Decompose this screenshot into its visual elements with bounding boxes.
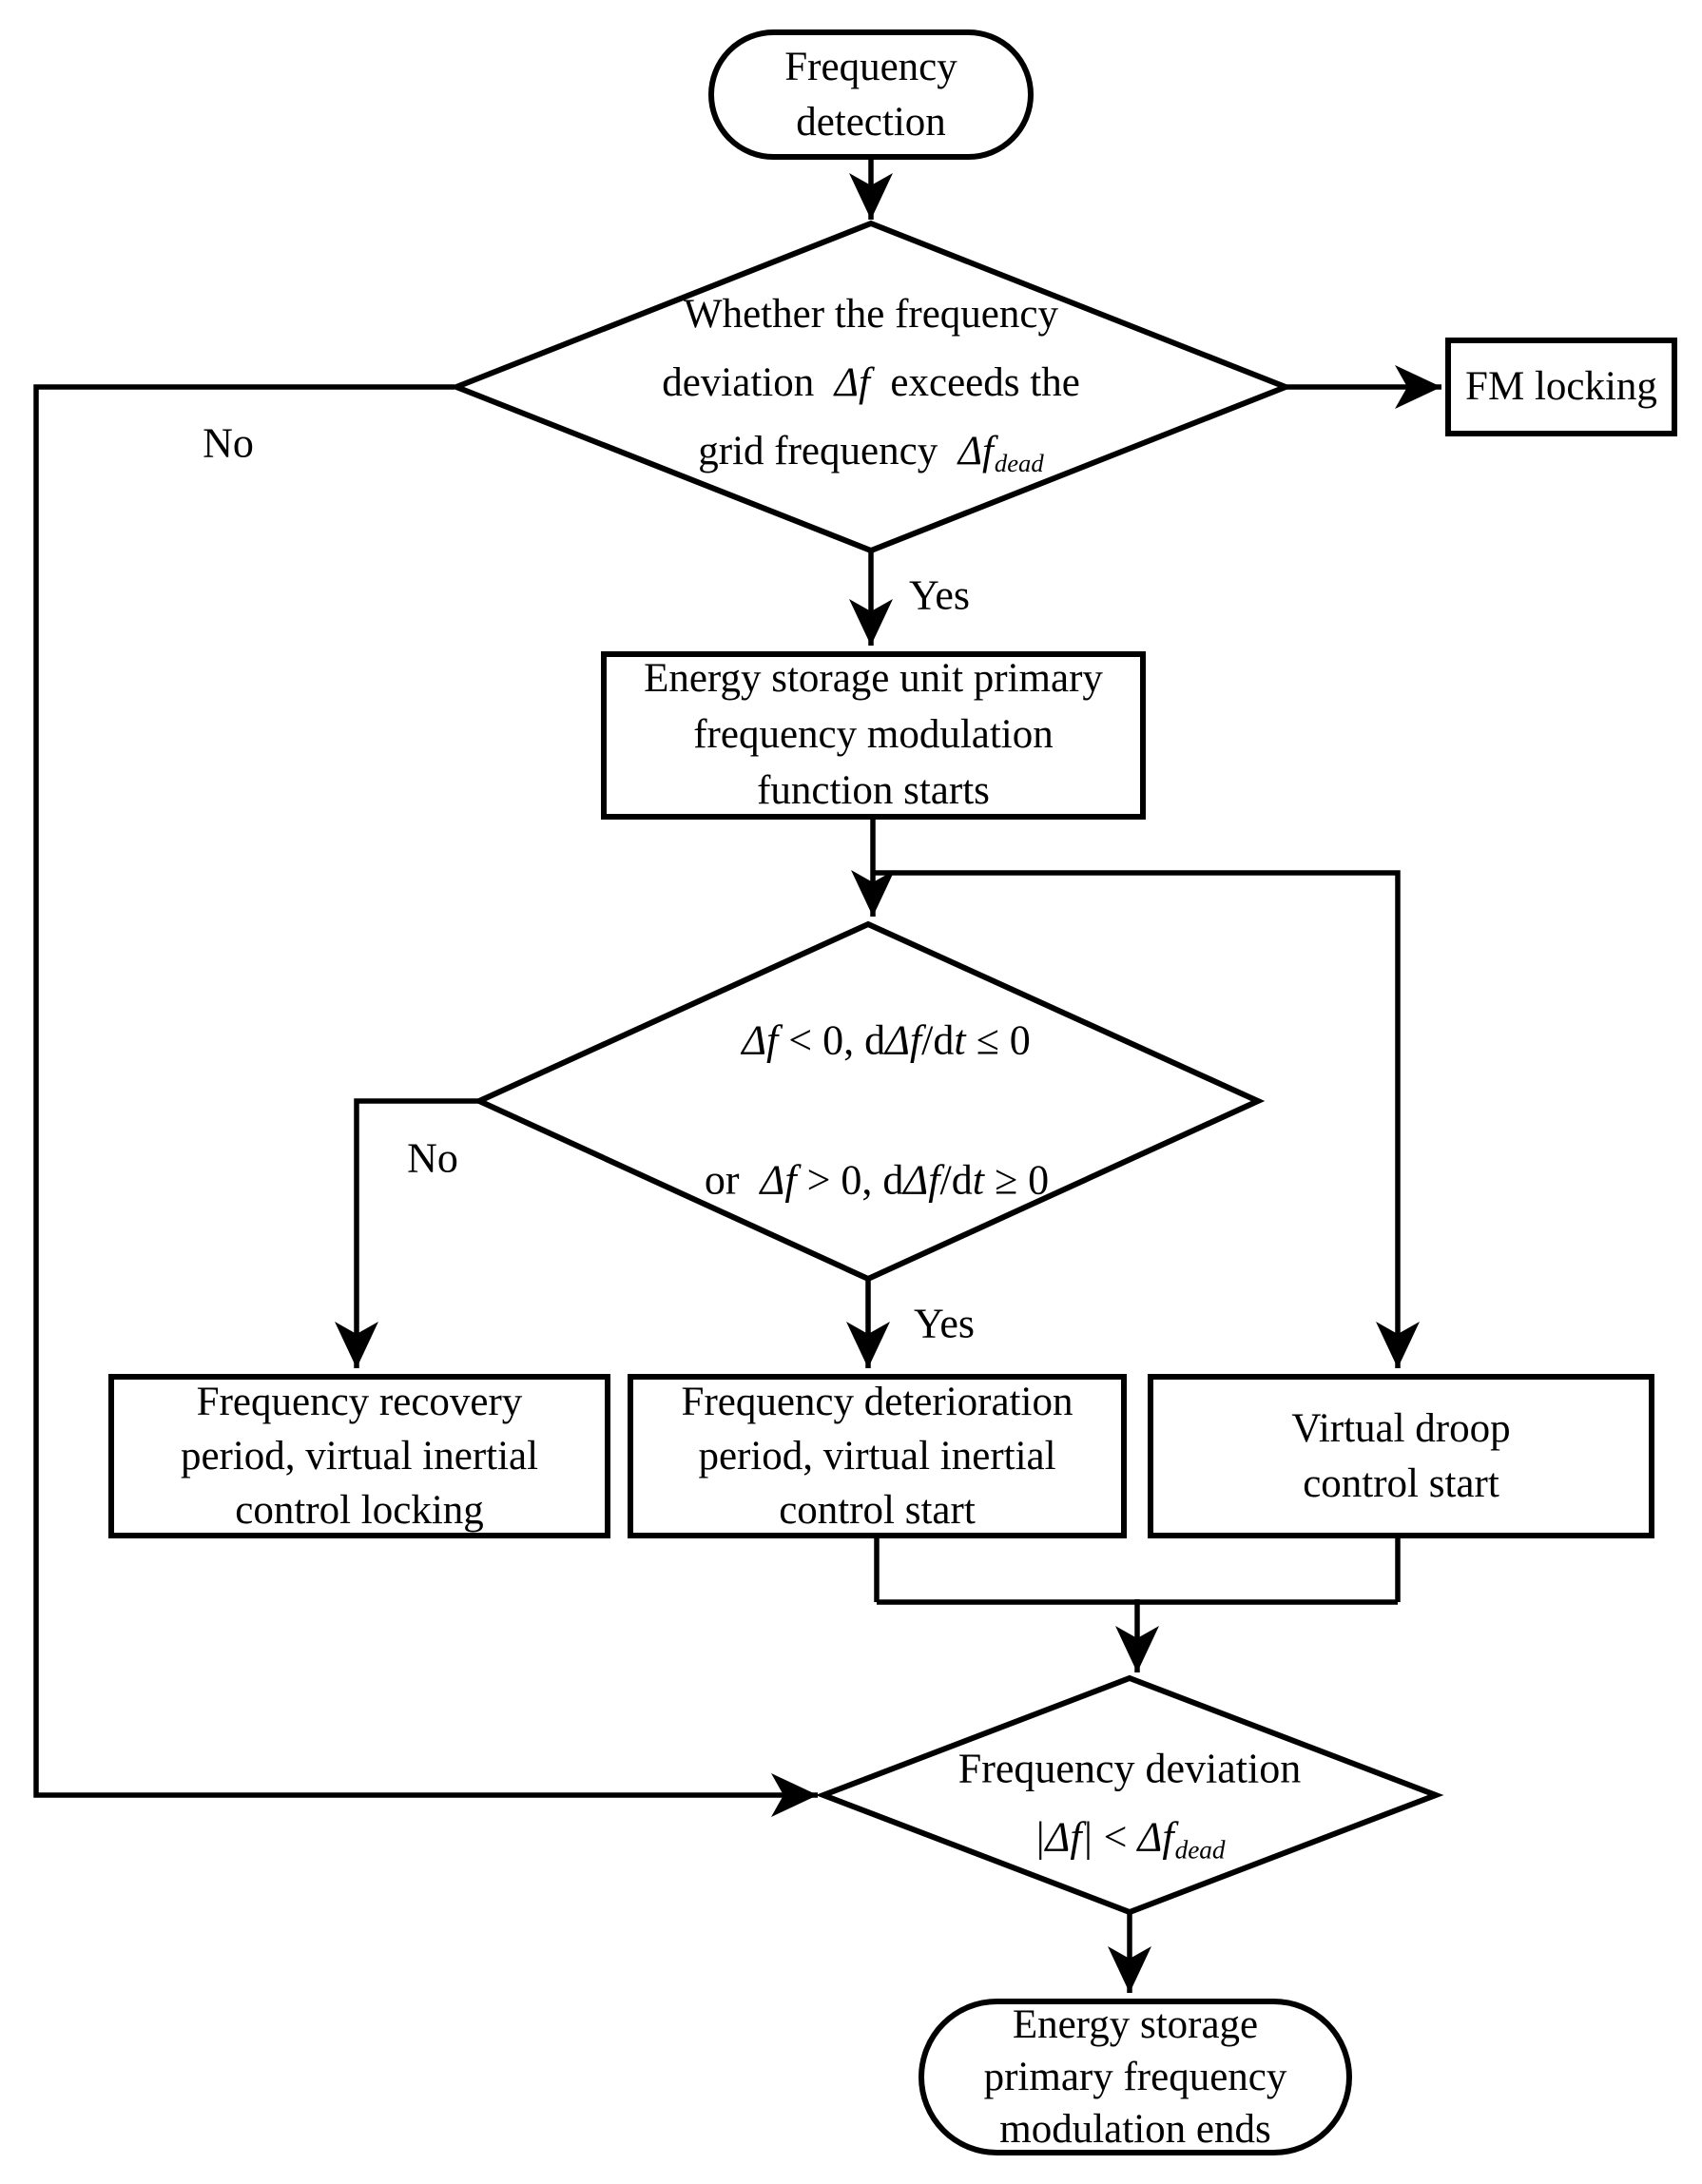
decision2-l1-text3: ≤ 0 <box>965 1016 1031 1064</box>
decision2-l2-math1: Δf <box>760 1156 797 1204</box>
decision1-line-2: deviation Δf exceeds the <box>662 349 1080 417</box>
decision2-l1-math1: Δf <box>742 1016 779 1064</box>
decision1-text: Whether the frequency deviation Δf excee… <box>662 280 1080 490</box>
decision2-l2-or: or <box>704 1156 761 1204</box>
decision1-line3-subscript: dead <box>994 448 1044 477</box>
decision1-line3-math: Δf <box>957 429 994 474</box>
edge-label-no-1: No <box>203 419 254 467</box>
decision1-diamond-shape <box>448 220 1294 554</box>
decision2-l1-text2: /d <box>921 1016 955 1064</box>
decision2-l1-text1: < 0, d <box>778 1016 886 1064</box>
energy-start-box: Energy storage unit primary frequency mo… <box>601 651 1146 820</box>
decision2-l1-math3: t <box>954 1016 966 1064</box>
decision2-l2-text3: ≥ 0 <box>983 1156 1050 1204</box>
end-line-3: modulation ends <box>999 2107 1271 2153</box>
decision3-line-1: Frequency deviation <box>957 1745 1302 1792</box>
end-line-1: Energy storage <box>1012 2001 1259 2047</box>
edge-decision1-no-loop <box>33 384 818 1817</box>
decision1-line-1: Whether the frequency <box>684 292 1058 337</box>
droop-box: Virtual droop control start <box>1148 1374 1654 1538</box>
fm-locking-box: FM locking <box>1445 338 1677 436</box>
edge-label-no-2: No <box>407 1134 458 1182</box>
recovery-box: Frequency recovery period, virtual inert… <box>108 1374 610 1538</box>
decision2-l1-math2: Δf <box>885 1016 922 1064</box>
deterioration-line-1: Frequency deterioration <box>681 1379 1073 1424</box>
deterioration-box: Frequency deterioration period, virtual … <box>628 1374 1127 1538</box>
recovery-line-1: Frequency recovery <box>196 1379 523 1424</box>
fm-locking-label: FM locking <box>1465 364 1657 410</box>
deterioration-line-2: period, virtual inertial <box>698 1433 1056 1479</box>
decision1-line2-post: exceeds the <box>869 360 1080 405</box>
energy-line-1: Energy storage unit primary <box>644 656 1103 702</box>
edge-energy-branch-to-droop <box>873 870 1420 1368</box>
decision3-diamond-shape <box>815 1674 1444 1916</box>
decision1-line2-math: Δf <box>834 360 870 405</box>
droop-line-2: control start <box>1303 1460 1499 1506</box>
decision2-l2-math2: Δf <box>903 1156 940 1204</box>
decision2-l2-text2: /d <box>939 1156 973 1204</box>
decision2-condition-2: or Δf > 0, dΔf/dt ≥ 0 <box>705 1156 1049 1205</box>
decision3-l2-subscript: dead <box>1174 1835 1226 1865</box>
decision3-l2-math1: |Δf| <box>1034 1813 1093 1861</box>
decision2-condition-1: Δf < 0, dΔf/dt ≤ 0 <box>742 1016 1031 1065</box>
decision1-line3-pre: grid frequency <box>698 429 958 474</box>
deterioration-line-3: control start <box>779 1488 976 1534</box>
energy-line-2: frequency modulation <box>693 712 1054 758</box>
edge-label-yes-1: Yes <box>908 571 971 619</box>
decision2-diamond-shape <box>472 920 1266 1283</box>
decision2-l2-text1: > 0, d <box>796 1156 904 1204</box>
decision1-line-3: grid frequency Δfdead <box>662 417 1080 490</box>
decision3-l2-lt: < <box>1093 1813 1138 1861</box>
start-line-1: Frequency <box>784 44 957 89</box>
energy-line-3: function starts <box>757 767 990 813</box>
edge-decision2-no <box>335 1098 479 1368</box>
end-terminal: Energy storage primary frequency modulat… <box>919 1999 1352 2155</box>
decision3-line-2: |Δf| < Δfdead <box>1034 1813 1226 1865</box>
droop-line-1: Virtual droop <box>1291 1406 1511 1452</box>
decision2-l2-math3: t <box>972 1156 984 1204</box>
edge-label-yes-2: Yes <box>913 1300 976 1347</box>
start-line-2: detection <box>796 99 946 145</box>
start-terminal: Frequency detection <box>708 29 1034 160</box>
recovery-line-3: control locking <box>235 1488 484 1534</box>
decision1-line2-pre: deviation <box>662 360 835 405</box>
end-line-2: primary frequency <box>983 2054 1287 2099</box>
decision3-l2-math2: Δf <box>1137 1813 1174 1861</box>
recovery-line-2: period, virtual inertial <box>180 1433 539 1479</box>
